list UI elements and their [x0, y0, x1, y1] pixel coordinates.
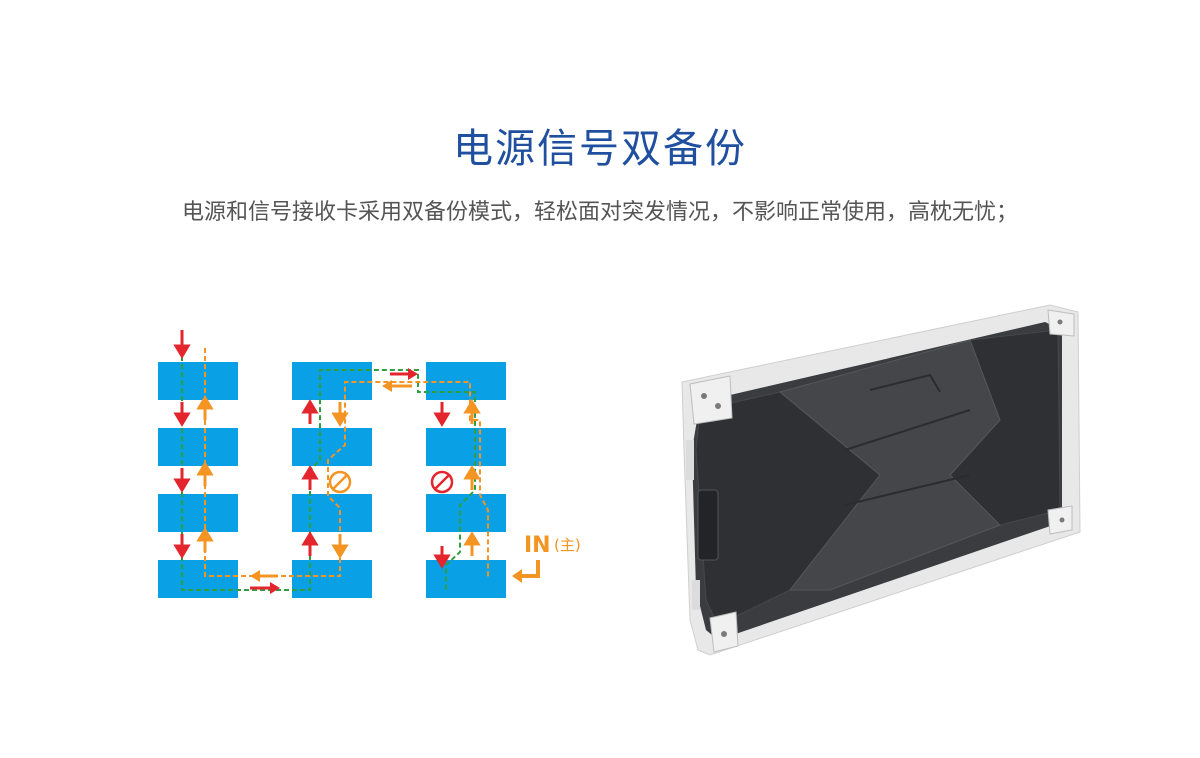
- led-module: [426, 428, 506, 466]
- blocked-icon: [328, 470, 352, 494]
- corner-bracket: [689, 375, 733, 425]
- page-subtitle: 电源和信号接收卡采用双备份模式，轻松面对突发情况，不影响正常使用，高枕无忧；: [181, 200, 1018, 225]
- signal-arrows-column-2: [331, 402, 349, 559]
- input-arrow-icon: [512, 560, 540, 583]
- led-module: [158, 362, 238, 400]
- power-arrows-column-3: [433, 402, 451, 569]
- led-module: [292, 362, 372, 400]
- bottom-link-arrows: [250, 570, 280, 594]
- led-module: [426, 560, 506, 598]
- led-module-grid: [158, 362, 506, 598]
- top-link-arrows: [382, 368, 418, 392]
- signal-arrows-column-1: [196, 395, 214, 552]
- blocked-icon: [430, 470, 454, 494]
- power-signal-backup-diagram: IN (主): [158, 330, 581, 598]
- cabinet-center-plate: [778, 339, 1001, 591]
- led-module: [292, 560, 372, 598]
- input-label: IN: [524, 533, 551, 558]
- signal-arrows-column-3: [463, 399, 481, 556]
- page-title: 电源信号双备份: [453, 126, 747, 172]
- led-module: [292, 428, 372, 466]
- led-module: [158, 428, 238, 466]
- led-cabinet-product-image: [681, 304, 1081, 656]
- led-module: [158, 560, 238, 598]
- cabinet-handle: [697, 489, 719, 561]
- input-sub-label: (主): [554, 536, 581, 554]
- led-module: [158, 494, 238, 532]
- power-arrows-column-1: [173, 330, 191, 559]
- power-arrows-column-2: [301, 399, 319, 556]
- backup-signal-path: [181, 356, 476, 591]
